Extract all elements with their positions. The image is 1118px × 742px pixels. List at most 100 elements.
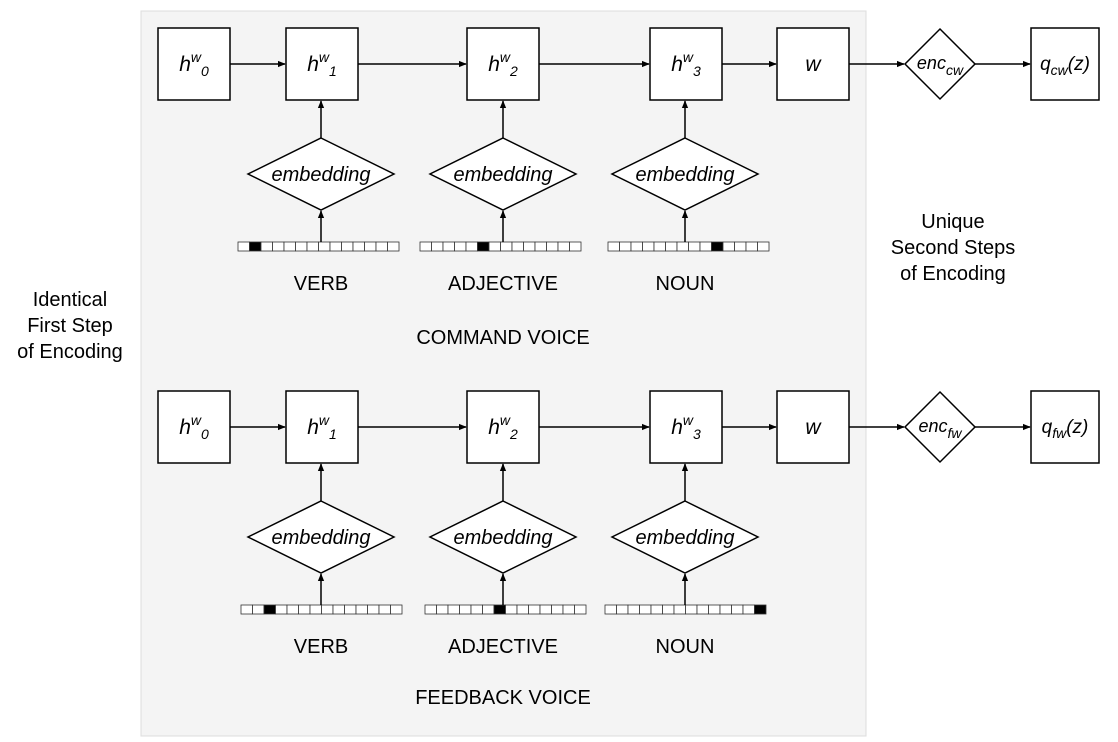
left-label-line-0: Identical	[33, 289, 108, 311]
onehot-cell	[352, 241, 365, 252]
onehot-cell	[742, 604, 755, 615]
onehot-cell	[604, 604, 617, 615]
embedding-label-2: embedding	[636, 527, 735, 549]
onehot-cell	[283, 241, 296, 252]
onehot-cell	[745, 241, 758, 252]
onehot-cell	[355, 604, 368, 615]
onehot-cell	[569, 241, 582, 252]
onehot-cell	[731, 604, 744, 615]
word-type-label-1: ADJECTIVE	[448, 636, 558, 658]
onehot-cell	[309, 604, 322, 615]
word-type-label-2: NOUN	[656, 273, 715, 295]
onehot-cell	[470, 604, 483, 615]
output-box	[1030, 390, 1100, 464]
onehot-cell	[642, 241, 655, 252]
hidden-state-label-1: hw1	[307, 412, 337, 442]
onehot-cell	[252, 604, 265, 615]
word-type-label-2: NOUN	[656, 636, 715, 658]
left-label-line-1: First Step	[27, 315, 113, 337]
embedding-diamond-2	[610, 500, 760, 574]
w-box	[776, 390, 850, 464]
onehot-cell	[688, 241, 701, 252]
hidden-state-box-3	[649, 390, 723, 464]
onehot-cell	[375, 241, 388, 252]
embedding-label-0: embedding	[272, 527, 371, 549]
left-label-line-2: of Encoding	[17, 341, 123, 363]
onehot-cell	[378, 604, 391, 615]
onehot-active-cell	[477, 241, 490, 252]
onehot-cell	[630, 241, 643, 252]
onehot-cell	[574, 604, 587, 615]
onehot-cell	[662, 604, 675, 615]
onehot-cell	[653, 241, 666, 252]
onehot-cell	[465, 241, 478, 252]
hidden-state-box-1	[285, 390, 359, 464]
w-label: w	[805, 53, 822, 76]
onehot-cell	[321, 604, 334, 615]
onehot-vector-0	[240, 604, 403, 615]
word-type-label-0: VERB	[294, 273, 348, 295]
voice-caption: FEEDBACK VOICE	[415, 687, 591, 709]
onehot-cell	[482, 604, 495, 615]
onehot-cell	[286, 604, 299, 615]
onehot-cell	[431, 241, 444, 252]
onehot-cell	[619, 241, 632, 252]
onehot-active-cell	[493, 604, 506, 615]
w-label: w	[805, 416, 822, 439]
hidden-state-label-2: hw2	[488, 49, 518, 79]
output-label: qcw(z)	[1040, 54, 1090, 78]
onehot-cell	[332, 604, 345, 615]
onehot-cell	[260, 241, 273, 252]
onehot-cell	[534, 241, 547, 252]
word-type-label-0: VERB	[294, 636, 348, 658]
onehot-cell	[424, 604, 437, 615]
hidden-state-label-3: hw3	[671, 49, 701, 79]
onehot-cell	[488, 241, 501, 252]
onehot-cell	[419, 241, 432, 252]
w-box	[776, 27, 850, 101]
embedding-diamond-1	[428, 500, 578, 574]
onehot-active-cell	[249, 241, 262, 252]
onehot-cell	[528, 604, 541, 615]
onehot-cell	[367, 604, 380, 615]
onehot-cell	[676, 241, 689, 252]
onehot-cell	[341, 241, 354, 252]
onehot-cell	[459, 604, 472, 615]
onehot-cell	[500, 241, 513, 252]
hidden-state-box-1	[285, 27, 359, 101]
onehot-cell	[516, 604, 529, 615]
onehot-cell	[562, 604, 575, 615]
onehot-cell	[685, 604, 698, 615]
hidden-state-box-0	[157, 27, 231, 101]
onehot-cell	[298, 604, 311, 615]
hidden-state-label-2: hw2	[488, 412, 518, 442]
hidden-state-box-3	[649, 27, 723, 101]
onehot-cell	[650, 604, 663, 615]
onehot-cell	[344, 604, 357, 615]
onehot-cell	[272, 241, 285, 252]
onehot-active-cell	[754, 604, 767, 615]
embedding-diamond-0	[246, 137, 396, 211]
onehot-cell	[539, 604, 552, 615]
embedding-label-0: embedding	[272, 164, 371, 186]
onehot-active-cell	[263, 604, 276, 615]
hidden-state-label-0: hw0	[179, 412, 209, 442]
onehot-vector-2	[604, 604, 767, 615]
hidden-state-label-0: hw0	[179, 49, 209, 79]
voice-caption: COMMAND VOICE	[416, 327, 589, 349]
onehot-vector-2	[607, 241, 770, 252]
right-label-line-1: Second Steps	[891, 237, 1016, 259]
onehot-cell	[318, 241, 331, 252]
right-label-line-2: of Encoding	[900, 263, 1006, 285]
embedding-diamond-2	[610, 137, 760, 211]
onehot-cell	[719, 604, 732, 615]
word-type-label-1: ADJECTIVE	[448, 273, 558, 295]
hidden-state-label-3: hw3	[671, 412, 701, 442]
onehot-vector-1	[424, 604, 587, 615]
embedding-diamond-1	[428, 137, 578, 211]
onehot-cell	[523, 241, 536, 252]
